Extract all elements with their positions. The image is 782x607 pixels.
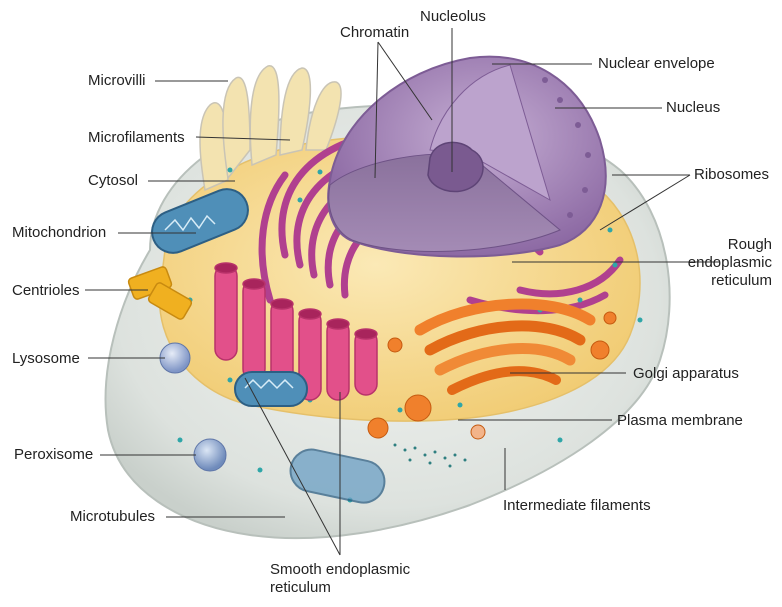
- label-cytosol: Cytosol: [88, 172, 139, 189]
- microvilli-shape: [199, 65, 342, 192]
- label-centrioles: Centrioles: [12, 282, 80, 299]
- golgi-vesicles: [367, 311, 617, 440]
- label-chromatin: Chromatin: [340, 24, 410, 41]
- peroxisome-shape: [193, 438, 227, 472]
- label-plasma-membrane: Plasma membrane: [617, 412, 743, 429]
- label-ribosomes: Ribosomes: [694, 166, 770, 183]
- leader-lines: [85, 28, 720, 556]
- label-golgi: Golgi apparatus: [633, 365, 739, 382]
- golgi-shape: [414, 298, 596, 395]
- label-microvilli: Microvilli: [88, 72, 146, 89]
- label-nucleolus: Nucleolus: [420, 8, 486, 25]
- intermediate-filament-dots: [393, 443, 467, 468]
- label-nuclear-envelope: Nuclear envelope: [598, 55, 715, 72]
- label-lysosome: Lysosome: [12, 350, 80, 367]
- nucleus-cut-face: [429, 64, 551, 202]
- label-smooth-er: Smooth endoplasmic reticulum: [270, 561, 411, 596]
- nucleus-cut-interior: [328, 153, 561, 252]
- label-rough-er: Rough endoplasmic reticulum: [687, 236, 772, 289]
- nuclear-pores: [542, 77, 591, 218]
- label-peroxisome: Peroxisome: [14, 446, 94, 463]
- label-nucleus: Nucleus: [666, 99, 721, 116]
- label-mitochondrion: Mitochondrion: [12, 224, 107, 241]
- nucleolus-shape: [427, 141, 484, 193]
- label-intermediate-filaments: Intermediate filaments: [503, 497, 651, 514]
- label-microfilaments: Microfilaments: [88, 129, 185, 146]
- label-microtubules: Microtubules: [70, 508, 156, 525]
